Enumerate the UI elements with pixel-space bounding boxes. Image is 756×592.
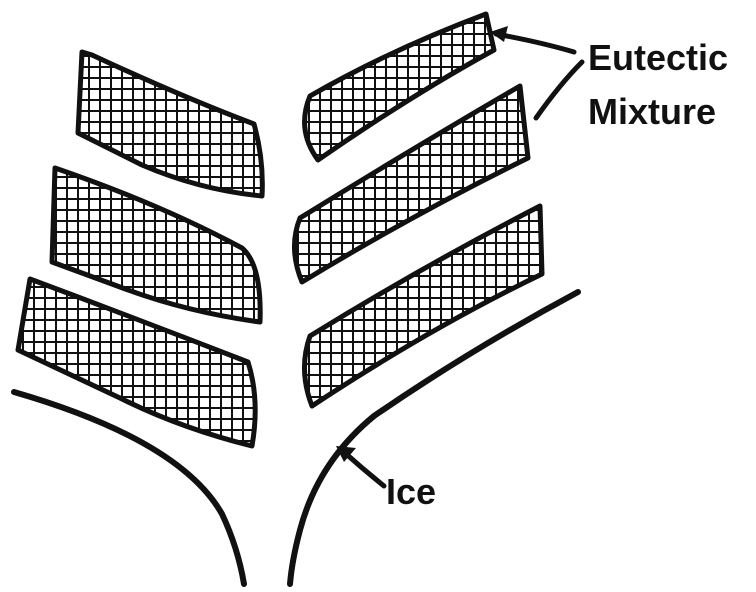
eutectic-label-line1: Eutectic xyxy=(588,40,728,76)
ice-pointer-arrow xyxy=(336,446,384,486)
eutectic-plate-left-1 xyxy=(78,52,262,196)
eutectic-label-line2: Mixture xyxy=(588,94,716,130)
ice-label: Ice xyxy=(386,474,436,510)
eutectic-pointer-arrow-bottom xyxy=(536,62,582,118)
eutectic-pointer-arrow-top xyxy=(490,26,574,52)
